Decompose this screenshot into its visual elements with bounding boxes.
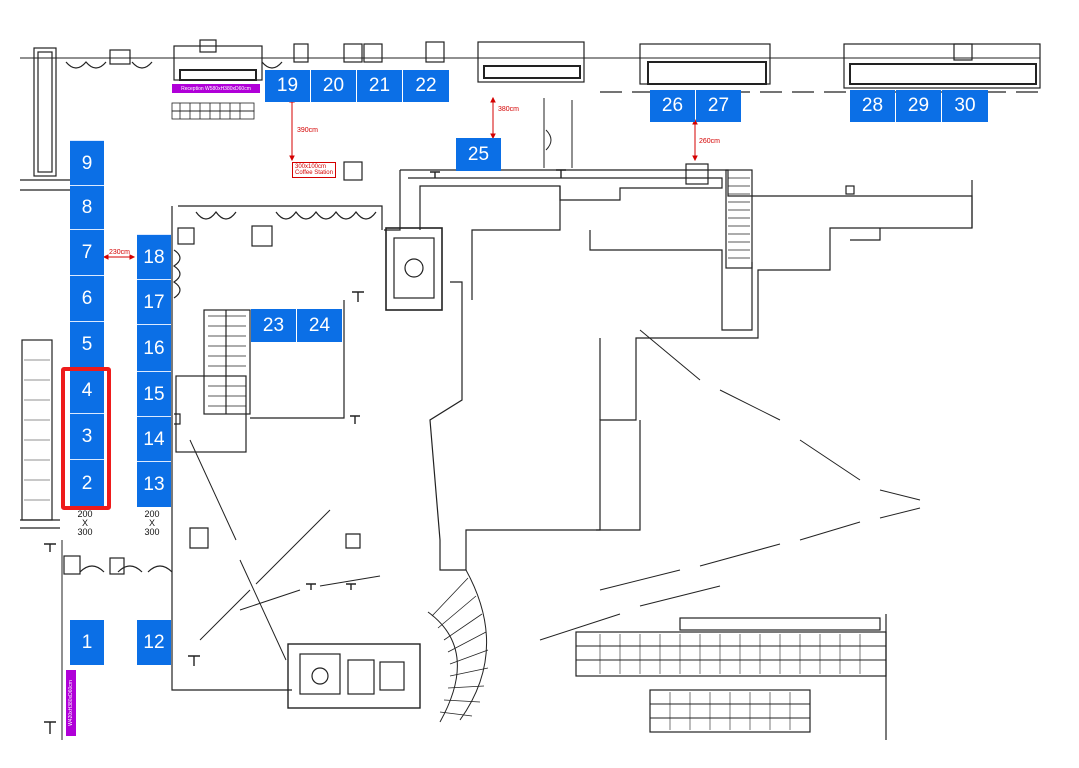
booth-size-right: 200 X 300 — [137, 510, 167, 537]
booth-18[interactable]: 18 — [137, 234, 171, 280]
coffee-station-name: Coffee Station — [295, 170, 333, 176]
gap-label-380cm: 380cm — [498, 106, 520, 113]
booth-19[interactable]: 19 — [265, 70, 310, 102]
booth-size-right-x: X — [148, 518, 155, 528]
gap-label-260cm: 260cm — [699, 138, 721, 145]
booth-1[interactable]: 1 — [70, 620, 104, 665]
booth-3[interactable]: 3 — [70, 413, 104, 460]
booth-16[interactable]: 16 — [137, 324, 171, 372]
selected-booths-highlight — [61, 367, 111, 510]
booth-2[interactable]: 2 — [70, 459, 104, 507]
booth-21[interactable]: 21 — [357, 70, 402, 102]
gap-label-390cm: 390cm — [297, 127, 319, 134]
booth-15[interactable]: 15 — [137, 371, 171, 417]
reception-side-text: W420xH380xD60cm — [68, 680, 75, 726]
booth-8[interactable]: 8 — [70, 185, 104, 230]
booth-12[interactable]: 12 — [137, 620, 171, 665]
booth-size-left: 200 X 300 — [70, 510, 100, 537]
reception-label: Reception W580xH380xD60cm — [172, 84, 260, 93]
booth-22[interactable]: 22 — [403, 70, 449, 102]
booth-size-left-x: X — [81, 518, 88, 528]
booth-14[interactable]: 14 — [137, 416, 171, 462]
booth-26[interactable]: 26 — [650, 90, 695, 122]
booth-27[interactable]: 27 — [696, 90, 741, 122]
booth-17[interactable]: 17 — [137, 279, 171, 325]
gap-label-230cm: 230cm — [109, 249, 131, 256]
booth-28[interactable]: 28 — [850, 90, 895, 122]
booth-24[interactable]: 24 — [297, 309, 342, 342]
coffee-station-label: 300x100cm Coffee Station — [292, 162, 336, 178]
booth-20[interactable]: 20 — [311, 70, 356, 102]
booth-30[interactable]: 30 — [942, 90, 988, 122]
booth-7[interactable]: 7 — [70, 229, 104, 276]
booth-29[interactable]: 29 — [896, 90, 941, 122]
booth-size-right-h: 300 — [144, 527, 160, 537]
coffee-station-size: 300x100cm — [295, 164, 327, 170]
booth-9[interactable]: 9 — [70, 140, 104, 186]
booth-23[interactable]: 23 — [251, 309, 296, 342]
booth-size-left-w: 200 — [77, 509, 93, 519]
booth-size-left-h: 300 — [77, 527, 93, 537]
reception-side-label: W420xH380xD60cm — [66, 670, 76, 736]
booth-size-right-w: 200 — [144, 509, 160, 519]
booth-5[interactable]: 5 — [70, 321, 104, 368]
booth-13[interactable]: 13 — [137, 461, 171, 507]
booth-6[interactable]: 6 — [70, 275, 104, 322]
booth-25[interactable]: 25 — [456, 138, 501, 171]
